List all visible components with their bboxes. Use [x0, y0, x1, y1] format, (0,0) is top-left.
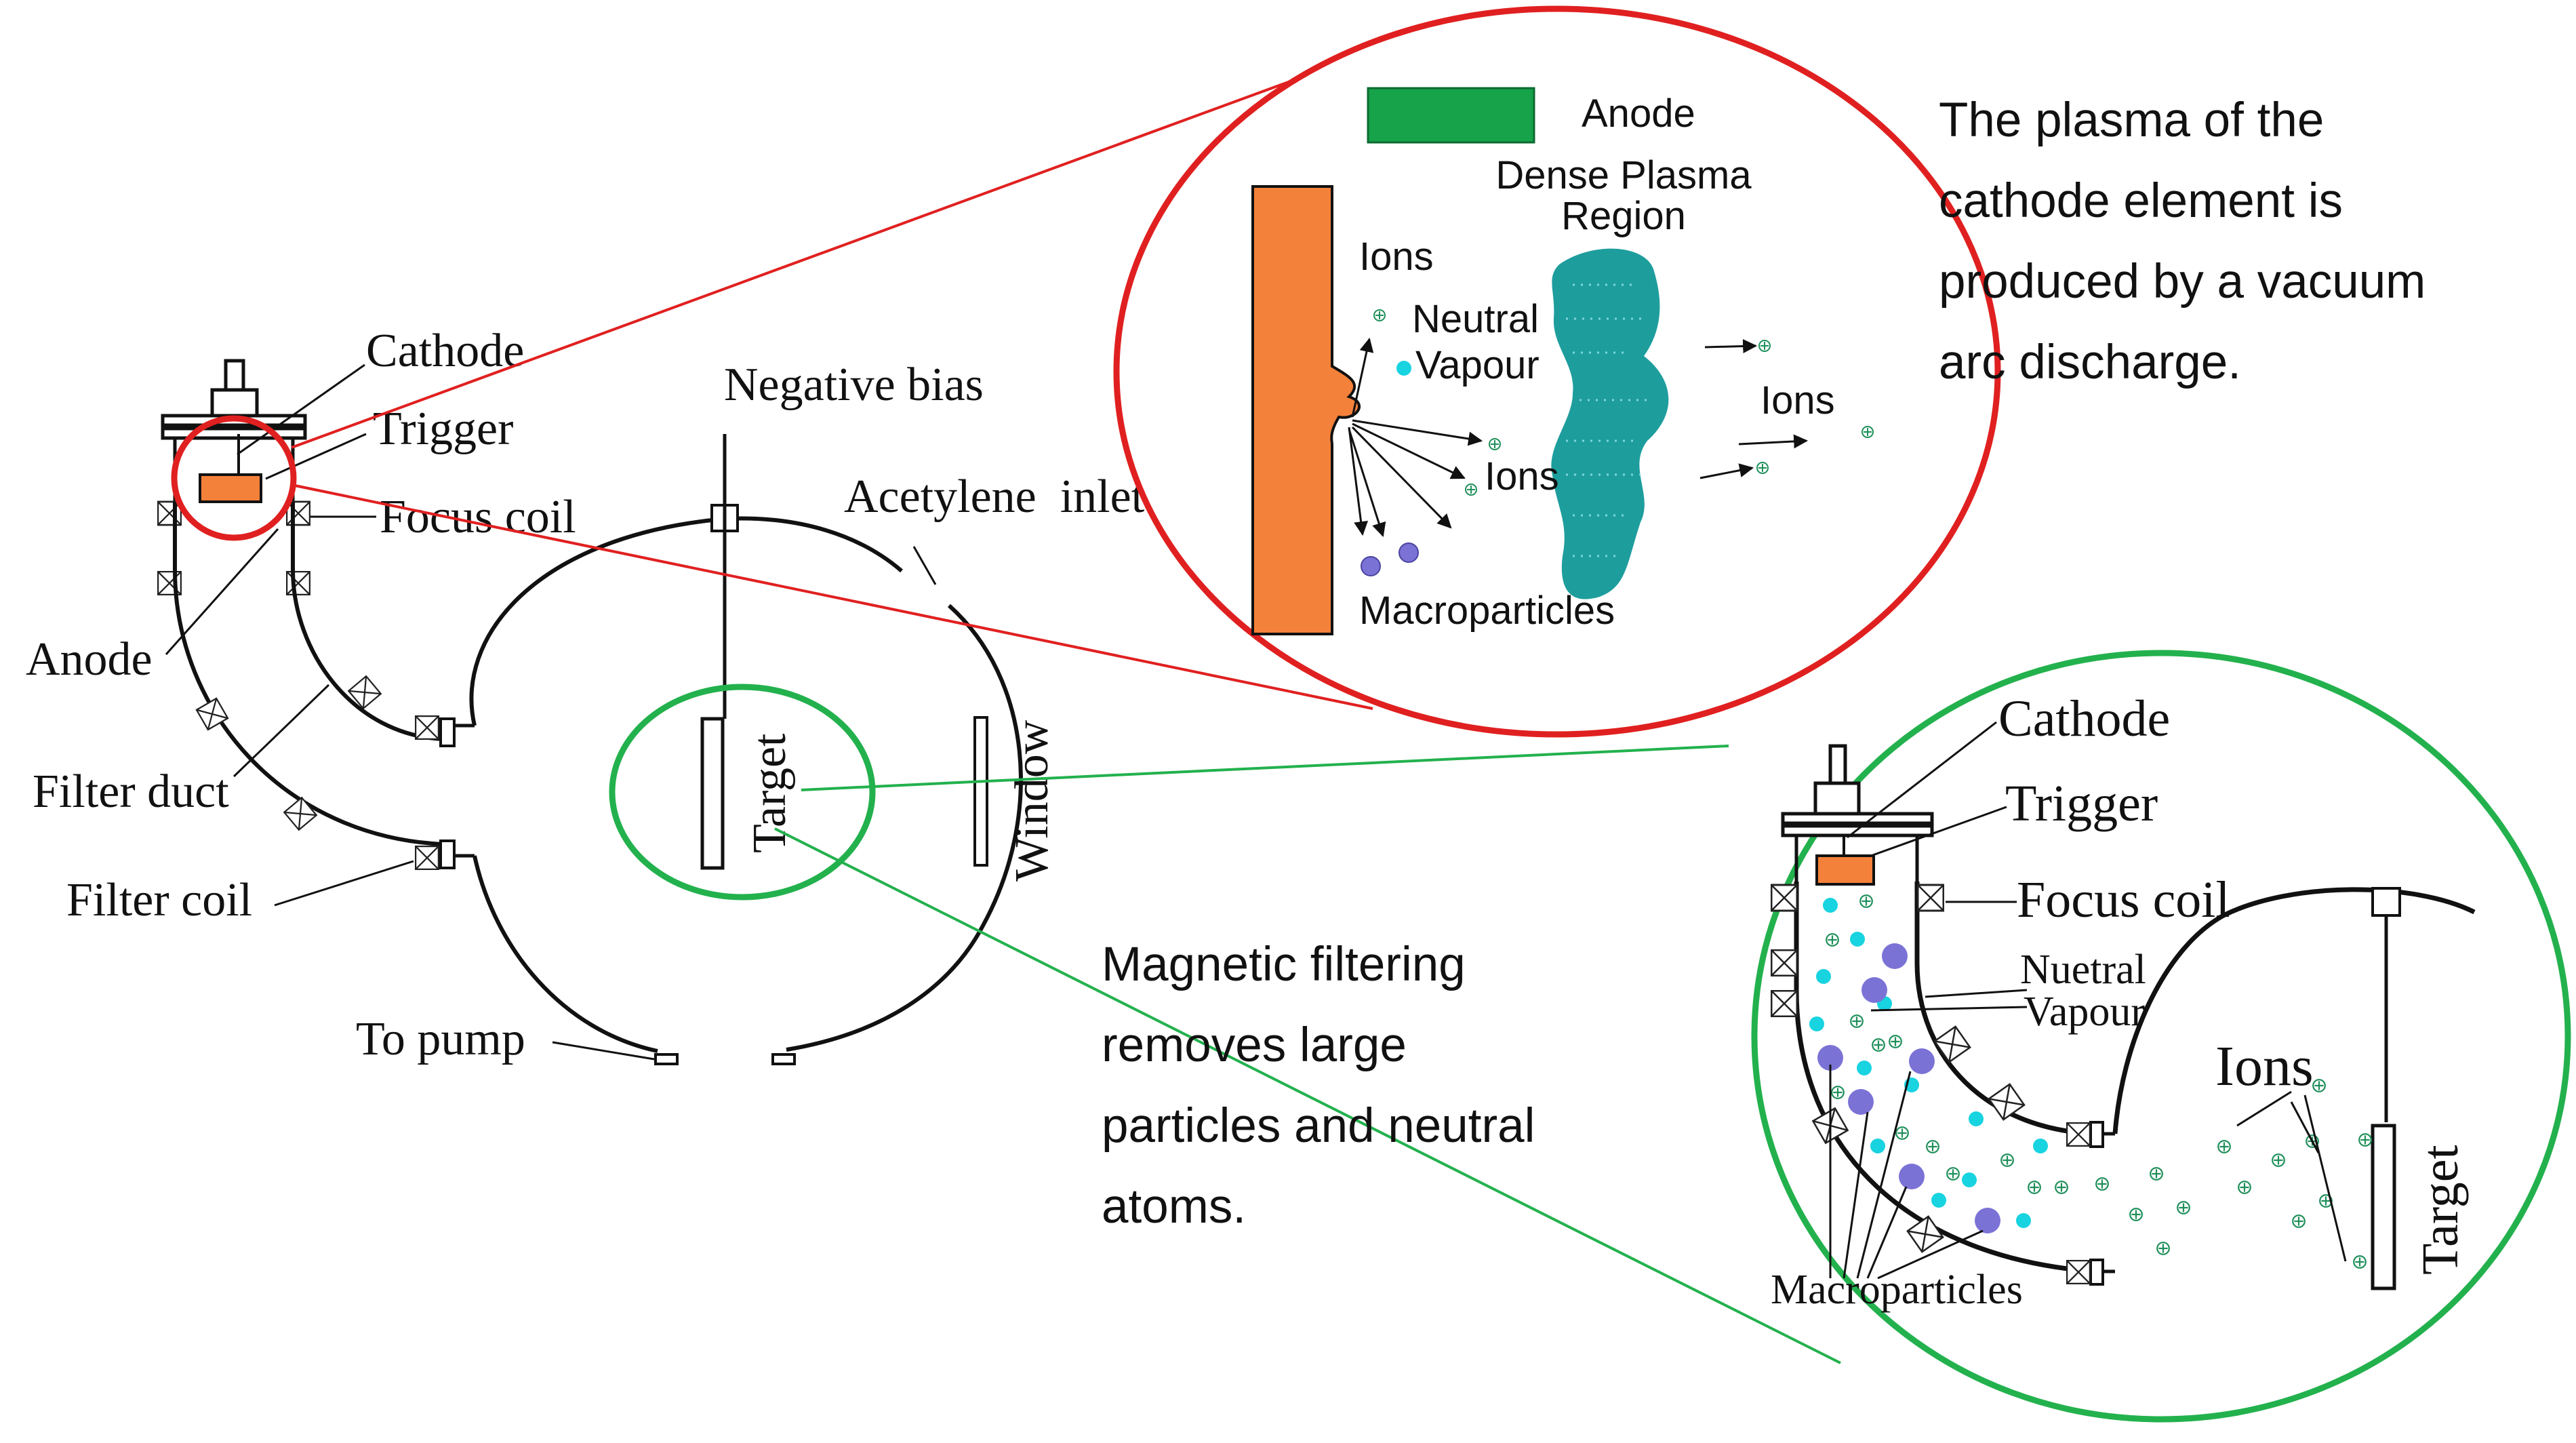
green-callout	[609, 650, 2571, 1423]
plasma-description: The plasma of the cathode element is pro…	[1939, 80, 2426, 403]
green-focus-circle	[609, 684, 876, 901]
red-label-ions-top: Ions	[1359, 235, 1434, 279]
neutral-vapour-dot	[1396, 361, 1411, 376]
red-focus-circle	[171, 415, 297, 541]
green-callout-line	[774, 827, 1841, 1364]
green-zoom-ellipse	[1751, 650, 2571, 1423]
emission-arrows	[1348, 337, 1809, 538]
red-callout	[171, 5, 2001, 738]
red-zoom-content: Anode Dense Plasma Region Ions	[1251, 87, 1874, 635]
green-particles	[1809, 894, 2372, 1269]
green-label-trigger: Trigger	[2005, 775, 2158, 832]
green-label-ions: Ions	[2215, 1035, 2314, 1098]
main-target	[700, 717, 725, 870]
filter-coil-icon	[415, 846, 439, 870]
red-callout-line	[291, 75, 1306, 449]
label-leaders	[165, 363, 937, 1061]
green-filter-coil-icon	[2066, 1260, 2091, 1284]
anode-block	[1367, 87, 1535, 144]
ion-icon	[1756, 462, 1769, 474]
ion-icon	[1489, 438, 1501, 450]
filtering-description-line: removes large	[1102, 1019, 1407, 1072]
green-leaders	[1829, 721, 2347, 1280]
cathode-slab	[1251, 185, 1361, 635]
main-labels: Cathode Trigger Focus coil Anode Filter …	[26, 325, 1145, 1065]
filtering-description-line: Magnetic filtering	[1102, 938, 1466, 991]
chamber-wall	[472, 855, 658, 1053]
macroparticle-dot	[1398, 542, 1419, 563]
label-target: Target	[744, 733, 796, 853]
label-trigger: Trigger	[373, 403, 513, 455]
ion-icon	[1373, 309, 1386, 321]
green-label-nuetral: Nuetral	[2020, 947, 2146, 993]
green-filter-coil-icon	[2066, 1122, 2091, 1147]
green-label-focus-coil: Focus coil	[2017, 871, 2230, 928]
plasma-description-line: cathode element is	[1939, 174, 2343, 228]
green-focus-coil-icon	[1771, 885, 1797, 911]
green-zoom-content: Cathode Trigger Focus coil Nuetral Vapou…	[1771, 690, 2476, 1313]
red-label-region: Region	[1561, 194, 1686, 238]
main-cathode-block	[199, 473, 262, 503]
green-target	[2371, 1124, 2396, 1290]
green-callout-line	[801, 745, 1729, 791]
dense-plasma-region	[1551, 248, 1669, 599]
pump-port	[654, 1053, 679, 1065]
red-label-ions-right: Ions	[1760, 378, 1835, 422]
label-acetylene-inlet: Acetylene inlet	[844, 471, 1145, 523]
focus-coil-icon	[286, 571, 310, 595]
filter-duct-outer-wall	[173, 502, 445, 846]
green-duct-inner-wall	[1914, 882, 2095, 1136]
red-label-anode: Anode	[1582, 92, 1695, 136]
filter-duct-inner-wall	[291, 502, 445, 741]
label-to-pump: To pump	[356, 1013, 525, 1065]
green-filter-coil-icon	[1933, 1025, 1971, 1063]
macroparticle-dot	[1361, 556, 1381, 576]
ion-icon	[1465, 483, 1477, 496]
plasma-description-line: arc discharge.	[1939, 336, 2241, 389]
chamber-wall	[469, 516, 903, 726]
plasma-description-line: produced by a vacuum	[1939, 255, 2426, 309]
green-label-target: Target	[2412, 1145, 2469, 1275]
label-window: Window	[1006, 719, 1058, 882]
chamber-wall	[786, 604, 1023, 1052]
label-negative-bias: Negative bias	[724, 359, 984, 411]
red-label-dense-plasma: Dense Plasma	[1495, 153, 1752, 197]
green-chamber-wall	[2112, 887, 2476, 1134]
red-label-ions-mid: Ions	[1485, 454, 1559, 498]
main-apparatus	[157, 359, 1023, 1065]
green-filter-coil-icon	[1988, 1083, 2026, 1121]
duct-flange	[439, 839, 456, 869]
green-focus-coil-icon	[1918, 885, 1944, 911]
label-anode: Anode	[26, 633, 153, 686]
label-filter-duct: Filter duct	[33, 766, 229, 818]
filtering-description-line: atoms.	[1102, 1180, 1247, 1233]
label-focus-coil: Focus coil	[380, 491, 576, 543]
ion-icon	[1758, 340, 1771, 352]
green-duct-outer-wall	[1794, 882, 2095, 1274]
ion-icon	[1861, 426, 1874, 438]
green-label-cathode: Cathode	[1998, 690, 2170, 747]
main-window	[973, 716, 988, 867]
green-label-macroparticles: Macroparticles	[1771, 1267, 2023, 1313]
green-focus-coil-icon	[1771, 949, 1798, 976]
red-zoom-ellipse	[1113, 5, 2001, 738]
filtering-description: Magnetic filtering removes large particl…	[1102, 924, 1535, 1247]
green-filter-coil-icon	[1906, 1215, 1944, 1253]
green-focus-coil-icon	[1771, 990, 1798, 1017]
filter-coil-icon	[283, 796, 318, 831]
green-label-vapour: Vapour	[2024, 989, 2145, 1035]
filter-coil-icon	[415, 715, 439, 740]
pump-port	[771, 1053, 796, 1065]
duct-flange	[439, 717, 456, 747]
filtering-description-line: particles and neutral	[1102, 1099, 1535, 1153]
label-cathode: Cathode	[366, 325, 524, 377]
red-callout-line	[291, 483, 1373, 710]
plasma-description-line: The plasma of the	[1939, 94, 2325, 147]
label-filter-coil: Filter coil	[66, 874, 252, 926]
green-cathode-block	[1815, 854, 1875, 886]
red-label-neutral: Neutral	[1412, 297, 1539, 341]
red-label-vapour: Vapour	[1415, 343, 1539, 387]
red-label-macroparticles: Macroparticles	[1359, 589, 1615, 633]
